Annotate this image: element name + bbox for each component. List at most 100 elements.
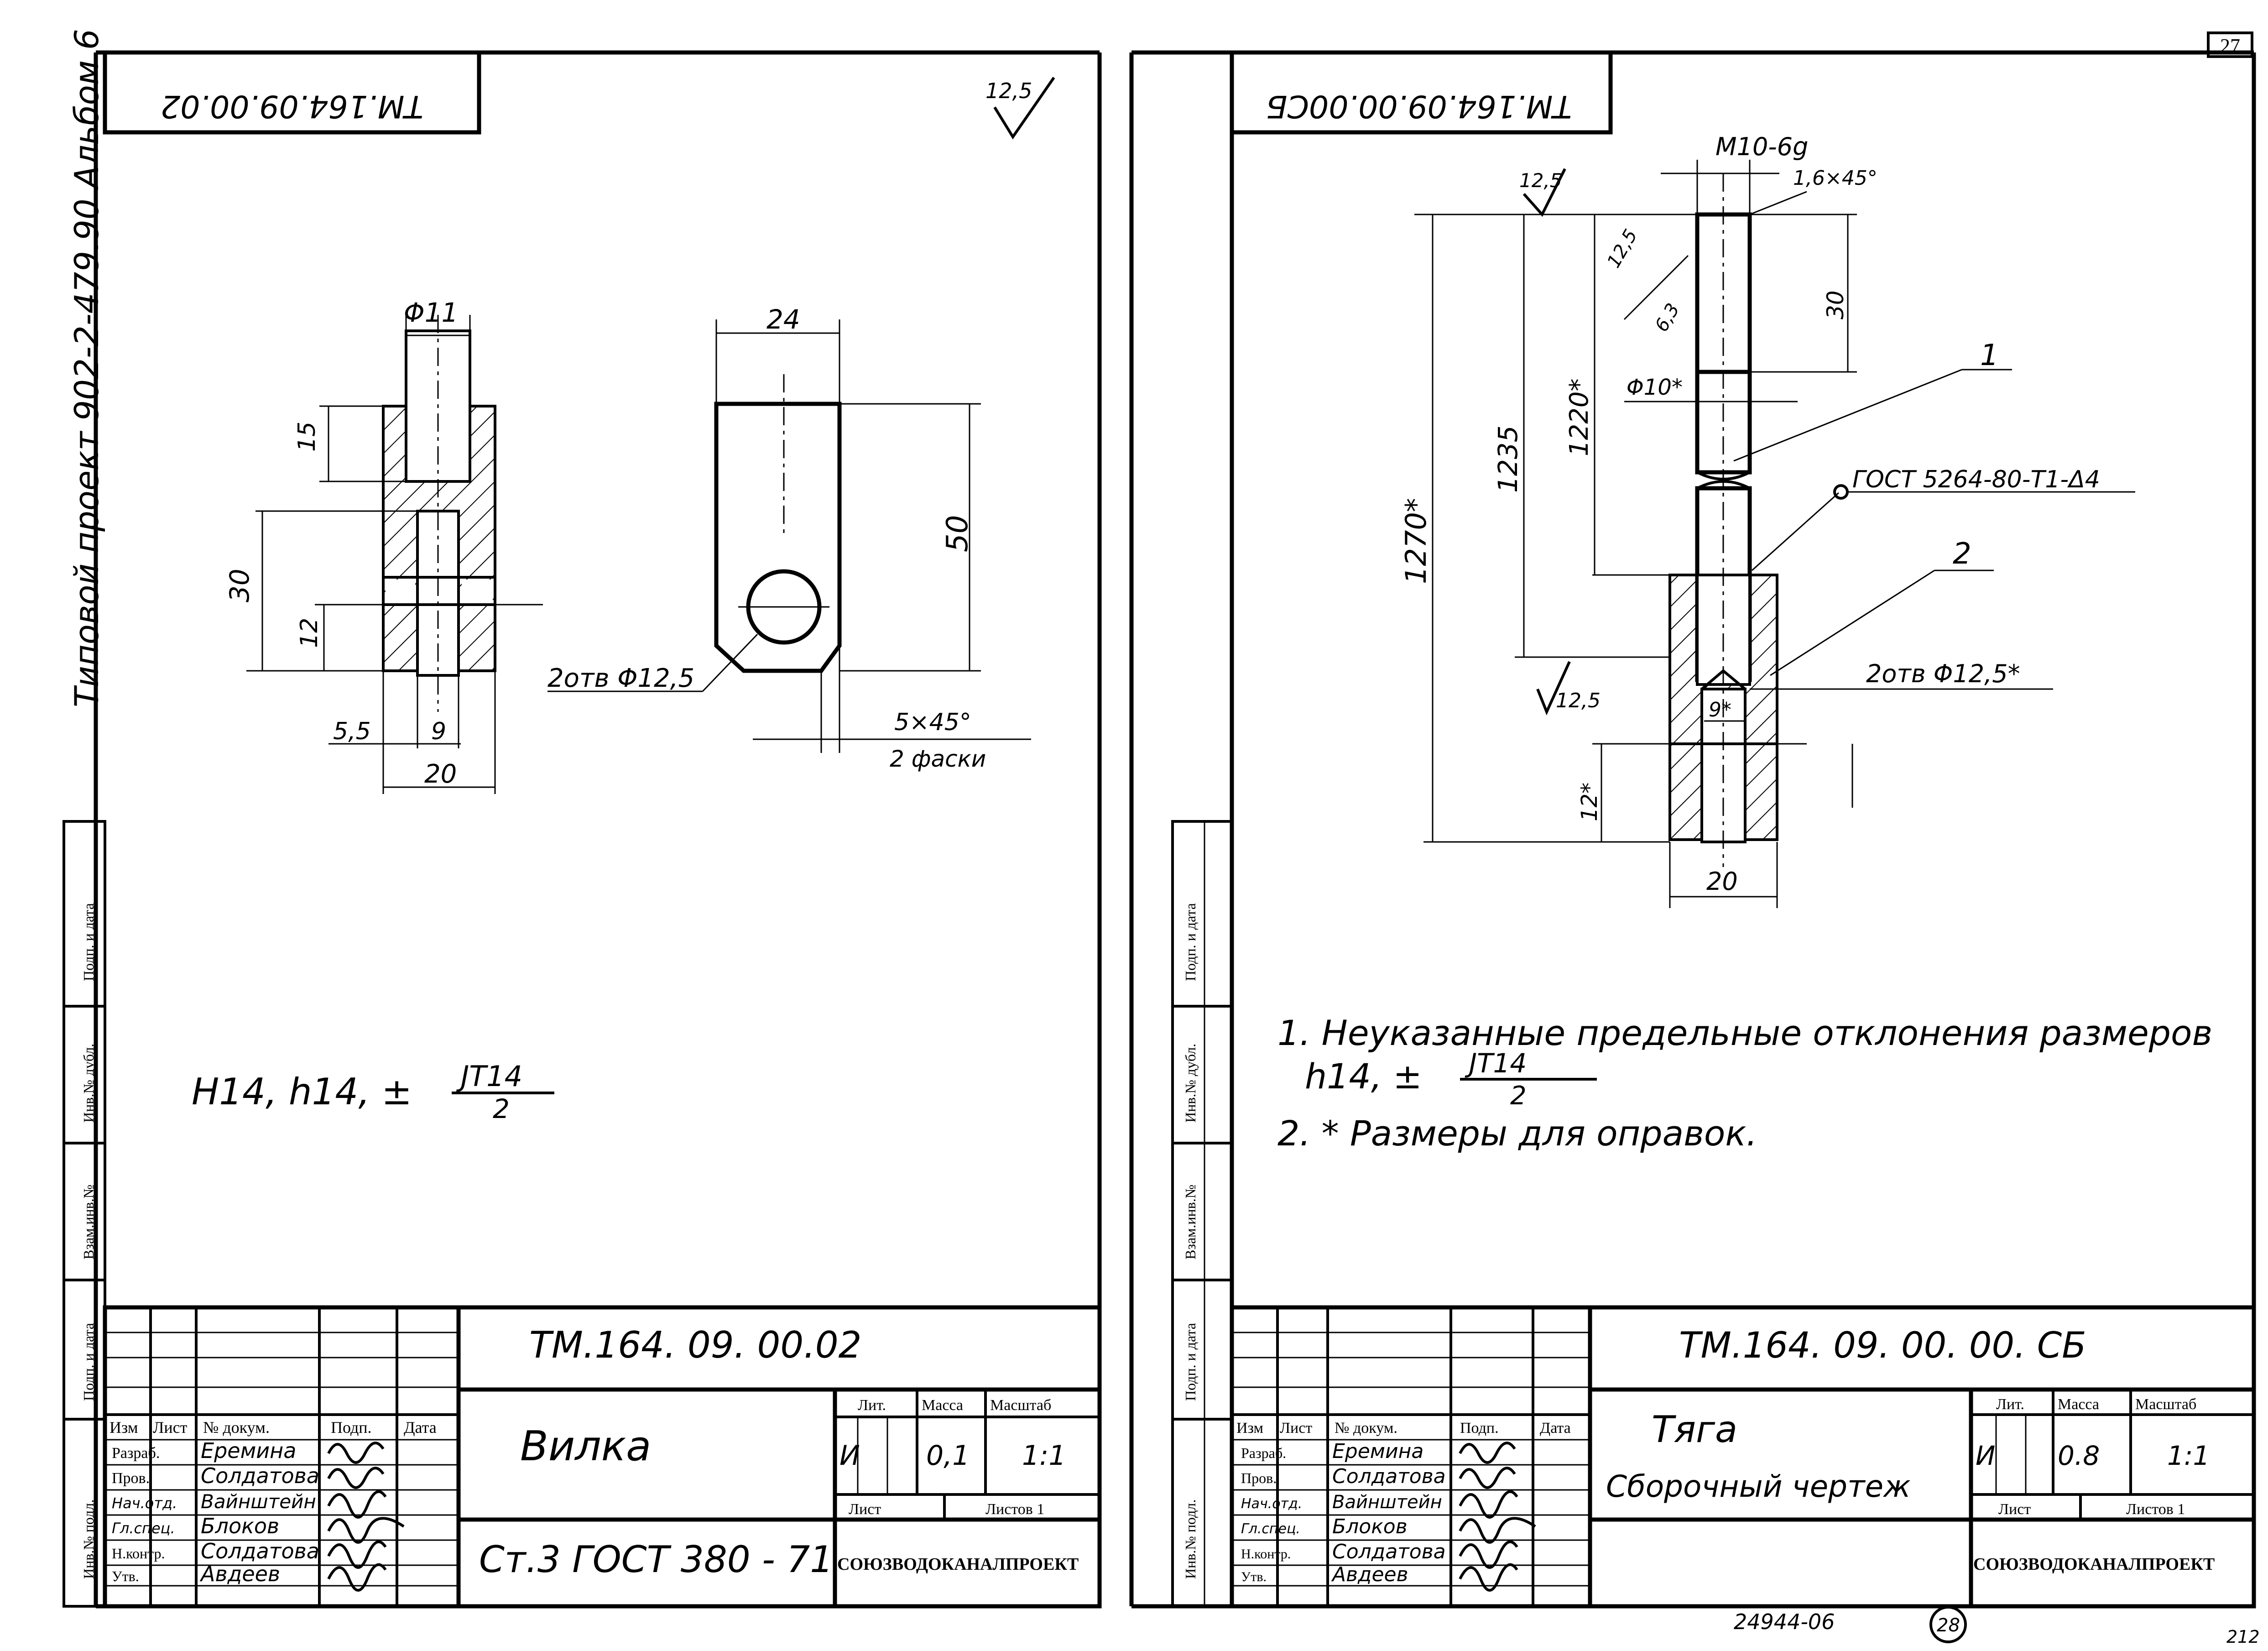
right-title-name2: Сборочный чертеж [1606,1469,1911,1504]
right-top-stamp [1230,50,1613,135]
svg-text:Вайнштейн: Вайнштейн [1332,1492,1442,1513]
left-top-stamp-code: ТМ.164.09.00.02 [161,88,423,124]
footer-page-circle [1929,1606,1967,1643]
svg-text:12,5: 12,5 [985,78,1032,103]
dim-d11: Φ11 [404,297,458,328]
margin-label-r2: Инв.№ дубл. [1182,1044,1199,1123]
margin-label-1: Подп. и дата [80,903,97,981]
svg-text:Блоков: Блоков [1332,1515,1408,1538]
dim-d15: 15 [293,422,321,452]
dim-d10: Φ10* [1627,375,1683,400]
svg-text:2: 2 [493,1093,510,1124]
left-title-material: Ст.3 ГОСТ 380 - 71 [479,1538,833,1581]
footer-page: 28 [1937,1615,1960,1636]
margin-label-r5: Инв.№ подл. [1182,1499,1199,1579]
right-margin-strip [1171,820,1233,1608]
svg-text:И: И [839,1440,860,1472]
margin-label-4: Подп. и дата [80,1323,97,1401]
rod-assembly-view [1642,173,1807,867]
svg-text:Солдатова: Солдатова [201,1539,319,1563]
svg-text:Лист: Лист [1280,1420,1312,1437]
svg-text:Масса: Масса [2058,1396,2099,1413]
svg-text:Солдатова: Солдатова [1332,1540,1446,1563]
right-title-code: ТМ.164. 09. 00. 00. СБ [1679,1325,2086,1366]
rod-dims: M10-6g 1,6×45° 12,5 12,5 6,3 30 Φ10* 122… [1399,132,2135,908]
svg-text:СОЮЗВОДОКАНАЛПРОЕКТ: СОЮЗВОДОКАНАЛПРОЕКТ [1973,1555,2215,1574]
margin-label-r4: Подп. и дата [1182,1323,1199,1401]
page-number-box [2207,31,2253,58]
svg-text:Нач.отд.: Нач.отд. [1241,1496,1302,1512]
dim-thread: M10-6g [1715,132,1808,161]
dim-chamfer-r: 1,6×45° [1793,167,1877,190]
right-sheet: Подп. и дата Инв.№ дубл. Взам.инв.№ Подп… [1129,50,2260,1647]
svg-text:Утв.: Утв. [1241,1569,1267,1584]
svg-text:JT14: JT14 [456,1060,522,1093]
margin-label-r1: Подп. и дата [1182,903,1199,981]
margin-label-5: Инв.№ подл. [80,1499,97,1579]
svg-text:Листов 1: Листов 1 [985,1501,1044,1518]
margin-label-2: Инв.№ дубл. [80,1044,97,1123]
dim-d50: 50 [941,515,975,552]
svg-text:Н.контр.: Н.контр. [1241,1547,1291,1562]
dim-chamfer: 5×45° [894,709,971,736]
svg-text:Подп.: Подп. [331,1418,372,1437]
rough-r3: 6,3 [1651,300,1684,335]
svg-text:Пров.: Пров. [1241,1470,1277,1486]
pos-2: 2 [1953,537,1971,571]
svg-text:2. * Размеры для оправок.: 2. * Размеры для оправок. [1277,1113,1757,1154]
svg-text:0.8: 0.8 [2058,1440,2100,1471]
side-label: Типовой проект 902-2-479.90 Альбом 6 [68,29,106,707]
svg-text:2: 2 [1510,1081,1527,1111]
dim-d12: 12 [296,618,323,648]
svg-text:Дата: Дата [1540,1420,1571,1437]
footer-code: 24944-06 [1734,1609,1835,1634]
svg-text:Лит.: Лит. [858,1397,886,1414]
dim-d9: 9 [431,718,446,745]
svg-text:Еремина: Еремина [1332,1440,1423,1463]
dim-d9-r: 9* [1709,698,1731,721]
svg-text:0,1: 0,1 [926,1440,970,1472]
dim-d12-r: 12* [1577,783,1602,821]
svg-text:Блоков: Блоков [201,1514,279,1538]
dim-d30: 30 [224,569,255,602]
left-title-name: Вилка [520,1422,651,1470]
svg-text:Авдеев: Авдеев [199,1562,280,1586]
margin-label-r3: Взам.инв.№ [1182,1185,1199,1259]
dim-d1235: 1235 [1492,425,1523,493]
svg-text:1:1: 1:1 [2167,1440,2210,1471]
right-title-block: Изм Лист № докум. Подп. Дата Разраб. Ере… [1230,1305,2256,1609]
svg-text:Вайнштейн: Вайнштейн [201,1490,316,1513]
svg-text:Лист: Лист [1998,1501,2031,1518]
right-notes: 1. Неуказанные предельные отклонения раз… [1277,1013,2212,1154]
dim-holes-r: 2отв Φ12,5* [1866,659,2020,688]
svg-text:1. Неуказанные предельные откл: 1. Неуказанные предельные отклонения раз… [1277,1013,2212,1053]
svg-text:Изм: Изм [109,1418,138,1437]
svg-text:1:1: 1:1 [1022,1440,1066,1472]
svg-text:Масштаб: Масштаб [990,1397,1051,1414]
left-title-code: ТМ.164. 09. 00.02 [529,1324,862,1366]
svg-text:Лист: Лист [153,1418,188,1437]
dim-d20: 20 [424,759,457,789]
svg-text:H14, h14, ±: H14, h14, ± [192,1071,412,1113]
left-top-stamp [103,50,481,135]
left-title-block: Изм Лист № докум. Подп. Дата Разраб. Ере… [103,1305,1102,1609]
svg-text:Солдатова: Солдатова [1332,1465,1446,1488]
svg-text:Дата: Дата [404,1418,437,1437]
svg-text:Подп.: Подп. [1460,1420,1499,1437]
svg-text:Авдеев: Авдеев [1331,1563,1408,1586]
svg-text:Н.контр.: Н.контр. [112,1545,165,1562]
svg-text:h14, ±: h14, ± [1305,1056,1422,1097]
fork-section-view [356,315,543,712]
left-tolerance-note: H14, h14, ± JT14 2 [192,1060,554,1124]
svg-text:Масштаб: Масштаб [2135,1396,2196,1413]
svg-text:Масса: Масса [922,1397,963,1414]
svg-text:JT14: JT14 [1465,1048,1527,1079]
right-top-stamp-code: ТМ.164.09.00.00СБ [1266,88,1572,124]
svg-text:№ докум.: № докум. [1335,1420,1397,1437]
svg-text:№ докум.: № докум. [203,1418,270,1437]
rough-r2: 12,5 [1603,226,1642,272]
weld-note: ГОСТ 5264-80-Т1-Δ4 [1852,466,2100,493]
left-sheet: Подп. и дата Инв.№ дубл. Взам.инв.№ Подп… [63,50,1102,1609]
corner-mark: 212 [2226,1627,2260,1647]
fork-side-view: 24 50 2отв Φ12,5 5×45° 2 фаски [547,304,1031,772]
